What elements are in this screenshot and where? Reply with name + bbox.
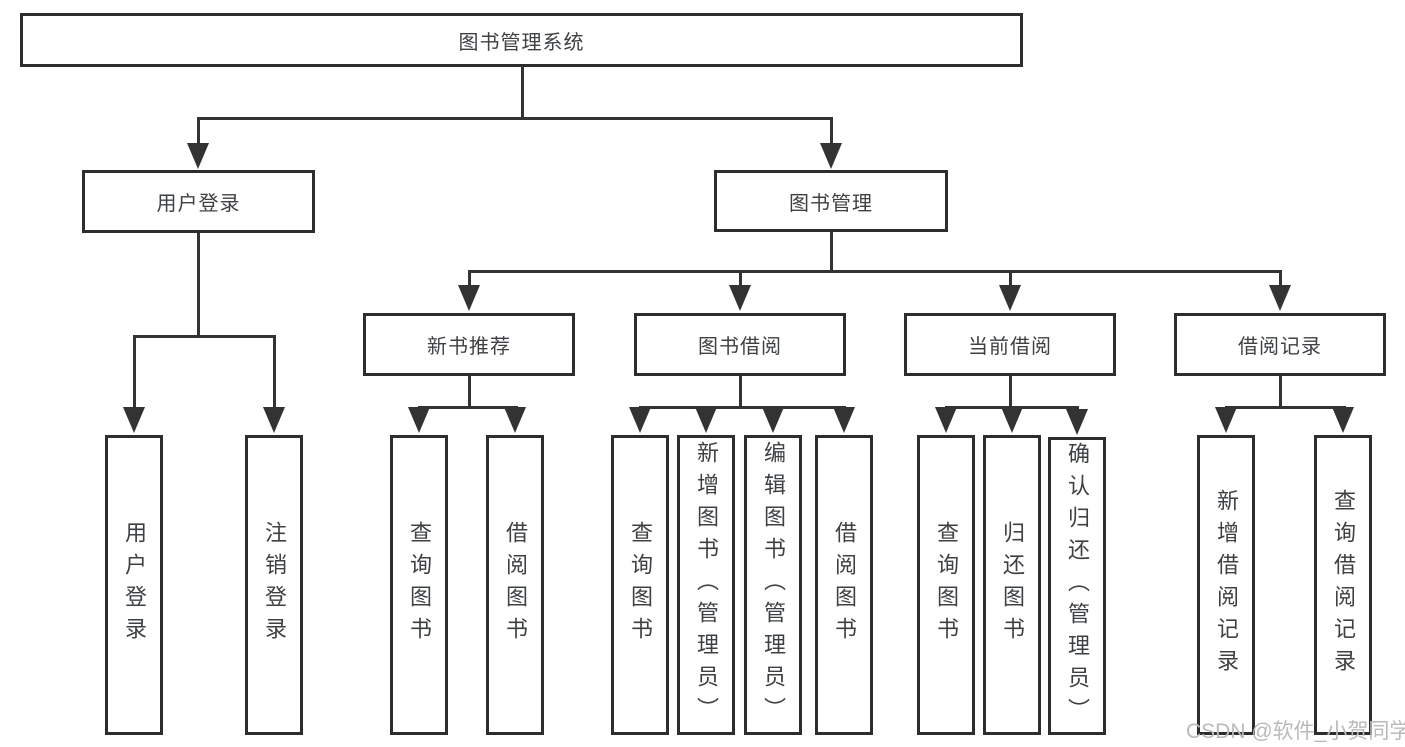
leaf-logout: 注销登录 [245,435,303,735]
arrowhead-icon [629,407,651,433]
arrowhead-icon [1001,407,1023,433]
connector-line [133,336,136,411]
connector-line [468,271,471,289]
arrowhead-icon [458,285,480,311]
node-user-login-label: 用户登录 [156,193,241,215]
leaf-borrow-book-1: 借阅图书 [486,435,544,735]
leaf-add-book-admin-label: 新增图书（管理员） [694,441,719,729]
node-current-borrow-label: 当前借阅 [968,336,1052,358]
node-user-login: 用户登录 [82,170,315,233]
node-root: 图书管理系统 [20,13,1023,67]
arrowhead-icon [833,407,855,433]
leaf-user-login: 用户登录 [105,435,163,735]
csdn-watermark: CSDN @软件_小贺同学 [1186,720,1405,743]
node-borrow-record: 借阅记录 [1174,313,1386,376]
leaf-edit-book-admin-label: 编辑图书（管理员） [761,441,786,729]
arrowhead-icon [123,407,145,433]
leaf-query-book-1-label: 查询图书 [407,521,432,649]
connector-line [739,376,742,409]
connector-line [1009,376,1012,409]
connector-line [197,118,200,148]
arrowhead-icon [695,407,717,433]
leaf-borrow-book-1-label: 借阅图书 [503,521,528,649]
connector-line [273,336,276,411]
connector-line [739,271,742,289]
arrowhead-icon [935,407,957,433]
leaf-query-book-3-label: 查询图书 [934,521,959,649]
arrowhead-icon [408,407,430,433]
arrowhead-icon [187,143,209,169]
leaf-add-borrow-record: 新增借阅记录 [1197,435,1255,735]
connector-line [197,117,833,120]
node-current-borrow: 当前借阅 [904,313,1116,376]
leaf-query-book-3: 查询图书 [917,435,975,735]
leaf-confirm-return-admin: 确认归还（管理员） [1048,437,1106,735]
leaf-borrow-book-2-label: 借阅图书 [832,521,857,649]
connector-line [1225,406,1346,409]
connector-line [639,406,846,409]
leaf-user-login-label: 用户登录 [122,521,147,649]
leaf-query-book-2: 查询图书 [611,435,669,735]
arrowhead-icon [263,407,285,433]
leaf-query-book-2-label: 查询图书 [628,521,653,649]
connector-line [830,118,833,148]
node-book-borrow-label: 图书借阅 [698,336,782,358]
leaf-confirm-return-admin-label: 确认归还（管理员） [1065,442,1090,730]
leaf-query-book-1: 查询图书 [390,435,448,735]
node-new-book-recommend: 新书推荐 [363,313,575,376]
connector-line [197,233,200,338]
leaf-add-book-admin: 新增图书（管理员） [677,435,735,735]
leaf-return-book: 归还图书 [983,435,1041,735]
node-new-book-recommend-label: 新书推荐 [427,336,511,358]
connector-line [1009,271,1012,289]
arrowhead-icon [762,407,784,433]
arrowhead-icon [820,143,842,169]
leaf-borrow-book-2: 借阅图书 [815,435,873,735]
connector-line [1279,376,1282,409]
node-borrow-record-label: 借阅记录 [1238,336,1322,358]
arrowhead-icon [1332,407,1354,433]
arrowhead-icon [999,285,1021,311]
arrowhead-icon [729,285,751,311]
connector-line [468,270,1282,273]
leaf-query-borrow-record: 查询借阅记录 [1314,435,1372,735]
leaf-query-borrow-record-label: 查询借阅记录 [1331,489,1356,681]
connector-line [521,66,524,119]
connector-line [468,376,471,409]
connector-line [830,232,833,272]
arrowhead-icon [1269,285,1291,311]
leaf-logout-label: 注销登录 [262,521,287,649]
node-book-management-label: 图书管理 [789,192,873,215]
arrowhead-icon [1066,409,1088,435]
leaf-edit-book-admin: 编辑图书（管理员） [744,435,802,735]
node-root-label: 图书管理系统 [458,31,585,54]
leaf-return-book-label: 归还图书 [1000,521,1025,649]
node-book-borrow: 图书借阅 [634,313,846,376]
leaf-add-borrow-record-label: 新增借阅记录 [1214,489,1239,681]
connector-line [1279,271,1282,289]
connector-line [133,335,276,338]
node-book-management: 图书管理 [714,170,948,232]
arrowhead-icon [504,407,526,433]
connector-line [418,406,518,409]
arrowhead-icon [1215,407,1237,433]
